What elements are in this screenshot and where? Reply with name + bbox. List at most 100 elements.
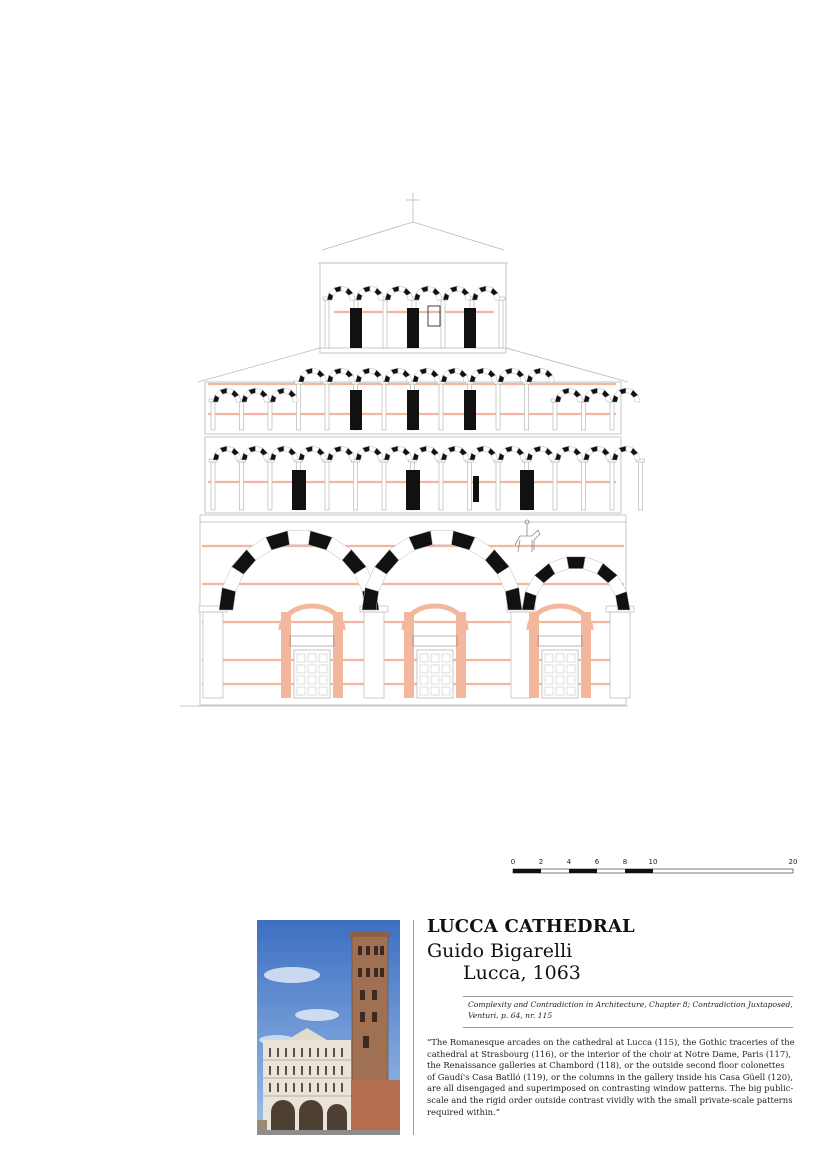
- divider-rule: [463, 1027, 793, 1028]
- gallery-arch: [471, 285, 501, 301]
- column-capital: [379, 458, 389, 463]
- window-opening: [350, 390, 362, 430]
- gallery-arch: [298, 367, 327, 383]
- door-panel: [296, 686, 306, 696]
- colonnette: [210, 401, 216, 431]
- door-panel: [441, 675, 451, 685]
- column-capital: [493, 458, 503, 463]
- gallery-arch: [497, 367, 527, 383]
- gallery-arch: [469, 445, 498, 461]
- scale-tick-label: 20: [788, 858, 798, 866]
- door-panel: [296, 653, 306, 663]
- column-capital: [436, 458, 446, 463]
- gallery-arch: [611, 445, 641, 461]
- colonnette: [498, 299, 504, 349]
- portal: [278, 603, 346, 699]
- arch-voussoir: [633, 452, 641, 461]
- door-panel: [566, 675, 576, 685]
- door-panel: [441, 664, 451, 674]
- window-opening: [473, 476, 479, 502]
- arch-voussoir: [548, 374, 555, 383]
- arch-voussoir: [491, 374, 498, 383]
- pediment: [321, 221, 505, 251]
- colonnette: [438, 383, 444, 431]
- column-divider: [413, 920, 414, 1135]
- column-capital: [351, 380, 360, 385]
- gallery-arch: [383, 367, 413, 383]
- gallery-arch: [583, 387, 612, 403]
- colonnette: [239, 401, 244, 431]
- door-panel: [555, 686, 565, 696]
- gallery-arch: [611, 387, 641, 403]
- colonnette: [324, 383, 330, 431]
- arch-voussoir: [576, 394, 584, 403]
- colonnette: [324, 461, 330, 511]
- door-panel: [307, 686, 317, 696]
- column-capital: [294, 458, 303, 463]
- gallery-arch: [383, 445, 413, 461]
- colonnette: [524, 383, 529, 431]
- gallery-arch: [212, 445, 242, 461]
- arch-voussoir: [348, 374, 356, 383]
- arch-voussoir: [505, 587, 523, 611]
- arch-voussoir: [605, 452, 612, 461]
- portico-pier: [202, 611, 224, 699]
- gallery-arch: [554, 445, 584, 461]
- door-panel: [419, 686, 429, 696]
- scale-tick-label: 10: [648, 858, 658, 866]
- gallery-arch: [583, 445, 612, 461]
- arch-voussoir: [348, 292, 356, 301]
- portico-arch: [361, 530, 523, 611]
- arch-voussoir: [462, 452, 470, 461]
- arch-voussoir: [434, 452, 441, 461]
- arch-voussoir: [435, 292, 443, 301]
- quote-paragraph: “The Romanesque arcades on the cathedral…: [427, 1037, 795, 1117]
- colonnette: [609, 461, 615, 511]
- gallery-arch: [526, 367, 555, 383]
- arch-voussoir: [462, 374, 470, 383]
- arch-voussoir: [320, 452, 327, 461]
- window-opening: [407, 308, 419, 348]
- colonnette: [267, 401, 273, 431]
- door-panel: [318, 675, 328, 685]
- gallery-arch: [412, 445, 441, 461]
- gallery-arch: [355, 445, 384, 461]
- door-panel: [544, 664, 554, 674]
- door-panel: [296, 664, 306, 674]
- window-opening: [407, 390, 419, 430]
- portico-pier: [609, 611, 631, 699]
- door-panel: [307, 653, 317, 663]
- door-panel: [544, 686, 554, 696]
- arch-voussoir: [263, 394, 270, 403]
- colonnette: [638, 461, 643, 511]
- gallery-arch: [241, 445, 270, 461]
- column-capital: [265, 458, 275, 463]
- gallery-arch: [326, 285, 356, 301]
- portico-arch: [521, 556, 631, 611]
- scale-tick-label: 4: [566, 858, 572, 866]
- door-panel: [307, 664, 317, 674]
- gallery-arch: [526, 445, 555, 461]
- arch-voussoir: [519, 374, 527, 383]
- arch-voussoir: [291, 452, 299, 461]
- gallery-arch: [355, 367, 384, 383]
- door-panel: [555, 664, 565, 674]
- location-date: Lucca, 1063: [463, 962, 581, 984]
- column-capital: [579, 458, 588, 463]
- colonnette: [381, 383, 387, 431]
- colonnette: [381, 461, 387, 511]
- door-panel: [566, 686, 576, 696]
- column-capital: [408, 380, 417, 385]
- door-panel: [544, 675, 554, 685]
- scale-tick-label: 0: [510, 858, 516, 866]
- portico-pier: [363, 611, 385, 699]
- door-panel: [430, 675, 440, 685]
- column-capital: [550, 458, 560, 463]
- portal-door: [541, 649, 579, 699]
- column-capital: [636, 458, 645, 463]
- arch-voussoir: [377, 292, 385, 301]
- arch-voussoir: [348, 452, 356, 461]
- door-panel: [430, 664, 440, 674]
- column-capital: [522, 380, 531, 385]
- column-capital: [522, 458, 531, 463]
